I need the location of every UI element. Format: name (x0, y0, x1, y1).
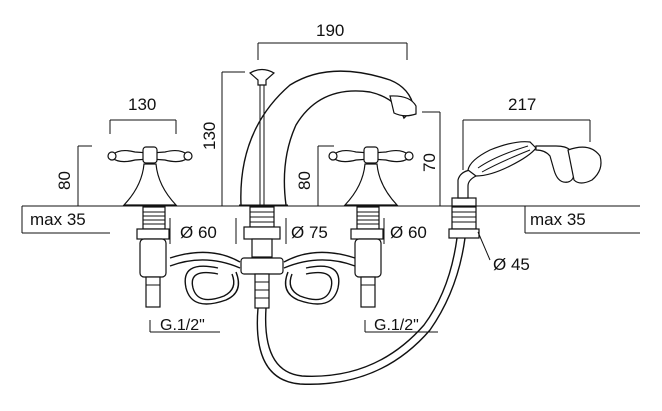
dia-center-label: Ø 75 (291, 223, 328, 242)
max-left-dimension: max 35 (21, 206, 110, 234)
left-handle-dimensions: 130 80 (55, 95, 177, 206)
dia-shower-label: Ø 45 (493, 255, 530, 274)
left-handle (107, 146, 193, 308)
max-right-label: max 35 (530, 210, 586, 229)
right-handle-dimensions: 80 (295, 145, 334, 206)
thread-labels: G.1/2" G.1/2" (149, 317, 438, 334)
dia-right-label: Ø 60 (390, 223, 427, 242)
hoses (169, 237, 466, 385)
spout-height-label: 130 (200, 122, 219, 150)
dia-left-label: Ø 60 (180, 223, 217, 242)
handshower-width-label: 217 (508, 95, 536, 114)
handle-right-height-label: 80 (295, 171, 314, 190)
handle-left-width-label: 130 (128, 95, 156, 114)
center-spout (239, 68, 417, 309)
spout-width-label: 190 (316, 21, 344, 40)
max-left-label: max 35 (30, 210, 86, 229)
spout-right-height-label: 70 (420, 153, 439, 172)
handshower-dimensions: 217 (462, 95, 591, 170)
handle-left-height-label: 80 (55, 171, 74, 190)
thread-right-label: G.1/2" (374, 317, 419, 334)
max-right-dimension: max 35 (524, 206, 640, 234)
thread-left-label: G.1/2" (160, 317, 205, 334)
diameter-labels: Ø 60 Ø 75 Ø 60 Ø 45 (169, 218, 530, 274)
right-handle (328, 146, 414, 308)
spout-dimensions: 190 130 70 (200, 21, 441, 206)
handshower (448, 141, 602, 239)
